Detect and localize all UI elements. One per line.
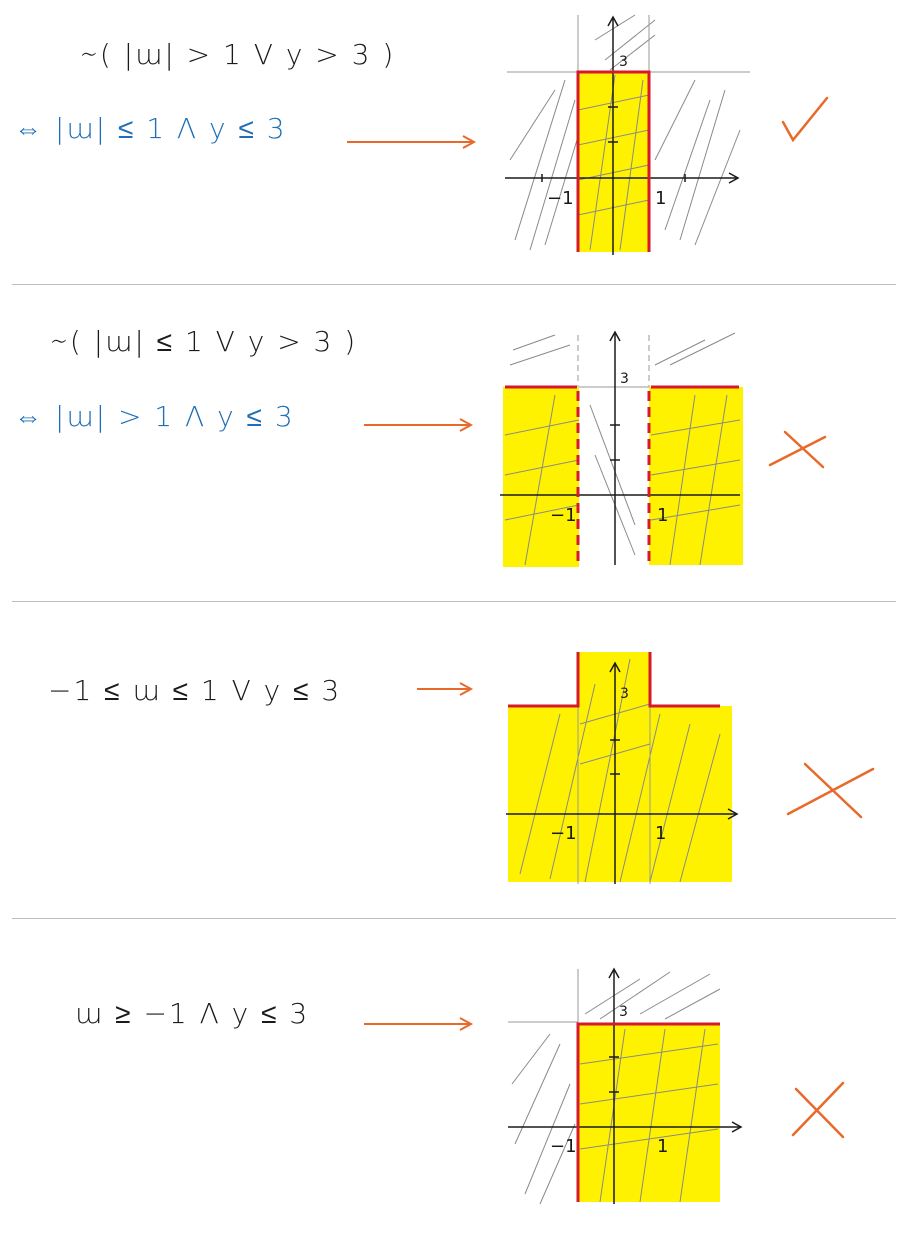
hatching bbox=[509, 14, 741, 251]
panel-3-statement: −1 ≤ ɯ ≤ 1 V y ≤ 3 bbox=[48, 674, 342, 707]
panel-2-graph: −1 1 3 bbox=[500, 330, 743, 567]
panel-4-graph: −1 1 3 bbox=[508, 967, 743, 1205]
panel-2-arrow bbox=[364, 418, 474, 432]
label-one: 1 bbox=[657, 505, 668, 526]
label-one: 1 bbox=[655, 188, 666, 209]
label-one: 1 bbox=[657, 1136, 668, 1157]
checkmark-icon bbox=[781, 96, 829, 143]
panel-2-equivalent: ⇔ |ɯ| > 1 Λ y ≤ 3 bbox=[14, 400, 295, 433]
label-neg-one: −1 bbox=[550, 505, 577, 526]
cross-icon bbox=[791, 1081, 845, 1139]
boundary bbox=[508, 652, 580, 708]
shaded-region-right bbox=[649, 387, 743, 565]
panel-1-equivalent: ⇔ |ɯ| ≤ 1 Λ y ≤ 3 bbox=[14, 112, 287, 145]
separator-2 bbox=[12, 601, 896, 602]
panel-3-graph: −1 1 3 bbox=[506, 652, 739, 884]
label-neg-one: −1 bbox=[550, 823, 577, 844]
label-neg-one: −1 bbox=[547, 188, 574, 209]
panel-1-graph: −1 1 3 bbox=[505, 14, 750, 255]
panel-2: ∼( |ɯ| ≤ 1 V y > 3 ) ⇔ |ɯ| > 1 Λ y ≤ 3 bbox=[0, 285, 900, 601]
panel-1-statement: ∼( |ɯ| > 1 V y > 3 ) bbox=[80, 38, 396, 71]
separator-3 bbox=[12, 918, 896, 919]
panel-2-statement: ∼( |ɯ| ≤ 1 V y > 3 ) bbox=[50, 325, 358, 358]
label-neg-one: −1 bbox=[550, 1136, 577, 1157]
label-three: 3 bbox=[620, 371, 629, 387]
label-three: 3 bbox=[619, 1004, 628, 1020]
panel-4-arrow bbox=[364, 1017, 474, 1031]
label-three: 3 bbox=[620, 686, 629, 702]
boundary bbox=[576, 1022, 720, 1202]
boundary bbox=[576, 70, 651, 252]
panel-1-arrow bbox=[347, 135, 477, 149]
shaded-region bbox=[508, 652, 732, 882]
separator-1 bbox=[12, 284, 896, 285]
panel-1: ∼( |ɯ| > 1 V y > 3 ) ⇔ |ɯ| ≤ 1 Λ y ≤ 3 bbox=[0, 0, 900, 284]
label-three: 3 bbox=[619, 54, 628, 70]
cross-icon bbox=[768, 430, 827, 469]
cross-icon bbox=[786, 762, 875, 819]
shaded-region bbox=[578, 1024, 720, 1202]
panel-4-statement: ɯ ≥ −1 Λ y ≤ 3 bbox=[75, 997, 310, 1030]
panel-3: −1 ≤ ɯ ≤ 1 V y ≤ 3 −1 bbox=[0, 602, 900, 918]
panel-3-arrow bbox=[417, 682, 474, 696]
label-one: 1 bbox=[655, 823, 666, 844]
panel-4: ɯ ≥ −1 Λ y ≤ 3 bbox=[0, 919, 900, 1247]
